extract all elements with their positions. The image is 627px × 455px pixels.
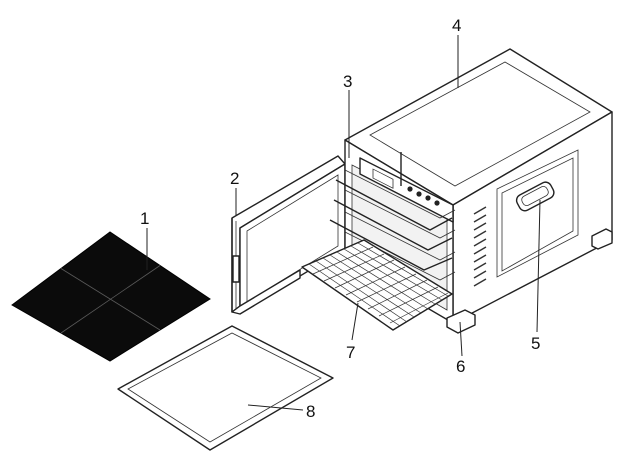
callout-3: 3 [343,72,352,91]
mesh-sheet [11,231,211,362]
side-handle [515,181,555,212]
vent-slots [473,206,487,287]
top-cover [369,61,591,187]
leader-lines [146,35,541,411]
wire-rack [301,179,453,331]
drip-tray [117,325,334,451]
control-panel [359,152,454,223]
door [231,155,346,315]
callout-8: 8 [306,402,315,421]
callout-1: 1 [140,209,149,228]
callout-7: 7 [346,343,355,362]
callout-2: 2 [230,169,239,188]
callout-4: 4 [452,16,461,35]
callout-labels: 1 2 3 4 5 6 7 8 [140,16,540,421]
foot [446,228,613,334]
callout-5: 5 [531,334,540,353]
dehydrator-body [344,48,613,334]
callout-6: 6 [456,357,465,376]
